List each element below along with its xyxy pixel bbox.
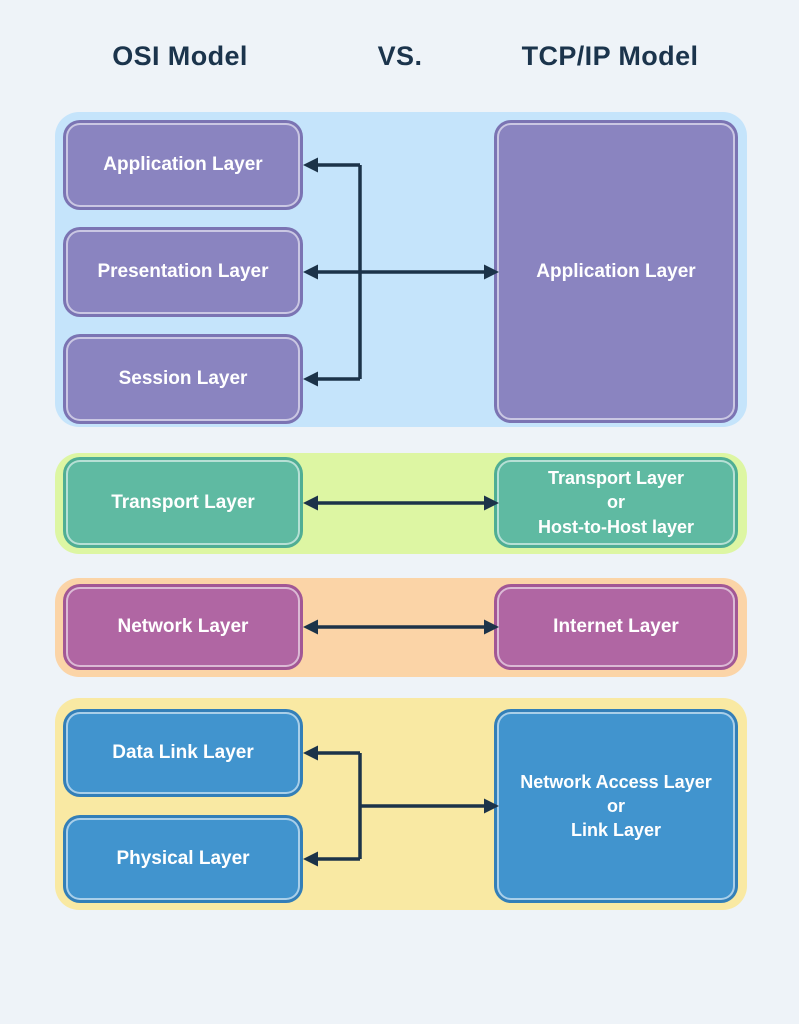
tcpip-box-label-line3: Host-to-Host layer: [537, 516, 694, 537]
osi-box-session-layer: Session Layer: [66, 337, 300, 421]
tcpip-box-label: Application Layer: [536, 260, 696, 282]
tcpip-box-internet-layer: Internet Layer: [497, 587, 735, 667]
osi-box-transport-layer: Transport Layer: [66, 460, 300, 545]
section-transport: Transport Layer Transport Layer or Host-…: [55, 453, 747, 554]
osi-box-network-layer: Network Layer: [66, 587, 300, 667]
arrow-to-network-access-layer: [360, 798, 499, 814]
osi-box-label: Session Layer: [118, 368, 248, 390]
arrow-bidirectional-transport: [303, 495, 499, 511]
tcpip-box-label-line2: or: [607, 492, 625, 513]
tcpip-box-label-line2: or: [607, 795, 625, 816]
arrow-bidirectional-network: [303, 619, 499, 635]
osi-box-label: Data Link Layer: [112, 742, 254, 764]
section-network: Network Layer Internet Layer: [55, 578, 747, 677]
osi-box-label: Transport Layer: [111, 491, 255, 513]
osi-box-presentation-layer: Presentation Layer: [66, 230, 300, 314]
osi-box-label: Application Layer: [103, 154, 263, 176]
tcpip-box-label-line3: Link Layer: [570, 820, 662, 841]
tcpip-box-label: Internet Layer: [553, 616, 679, 638]
arrow-to-data-link-layer: [303, 745, 360, 761]
tcpip-box-label-line1: Network Access Layer: [520, 771, 712, 792]
osi-box-data-link-layer: Data Link Layer: [66, 712, 300, 794]
vs-label: VS.: [377, 41, 423, 71]
tcpip-model-title: TCP/IP Model: [521, 41, 699, 71]
osi-box-application-layer: Application Layer: [66, 123, 300, 207]
arrow-to-session-layer: [303, 371, 360, 387]
tcpip-box-label-line1: Transport Layer: [547, 468, 685, 489]
osi-box-physical-layer: Physical Layer: [66, 818, 300, 900]
section-application: Application Layer Presentation Layer Ses…: [55, 112, 747, 427]
osi-box-label: Physical Layer: [116, 848, 250, 870]
tcpip-box-application-layer: Application Layer: [497, 123, 735, 420]
osi-box-label: Presentation Layer: [97, 261, 269, 283]
arrow-bidirectional-presentation: [303, 264, 499, 280]
arrow-to-application-layer: [303, 157, 360, 173]
section-link: Data Link Layer Physical Layer Network A…: [55, 698, 747, 910]
osi-box-label: Network Layer: [117, 616, 249, 638]
tcpip-box-network-access-layer: Network Access Layer or Link Layer: [497, 712, 735, 900]
osi-model-title: OSI Model: [112, 41, 248, 71]
arrow-to-physical-layer: [303, 851, 360, 867]
tcpip-box-transport-layer: Transport Layer or Host-to-Host layer: [497, 460, 735, 545]
